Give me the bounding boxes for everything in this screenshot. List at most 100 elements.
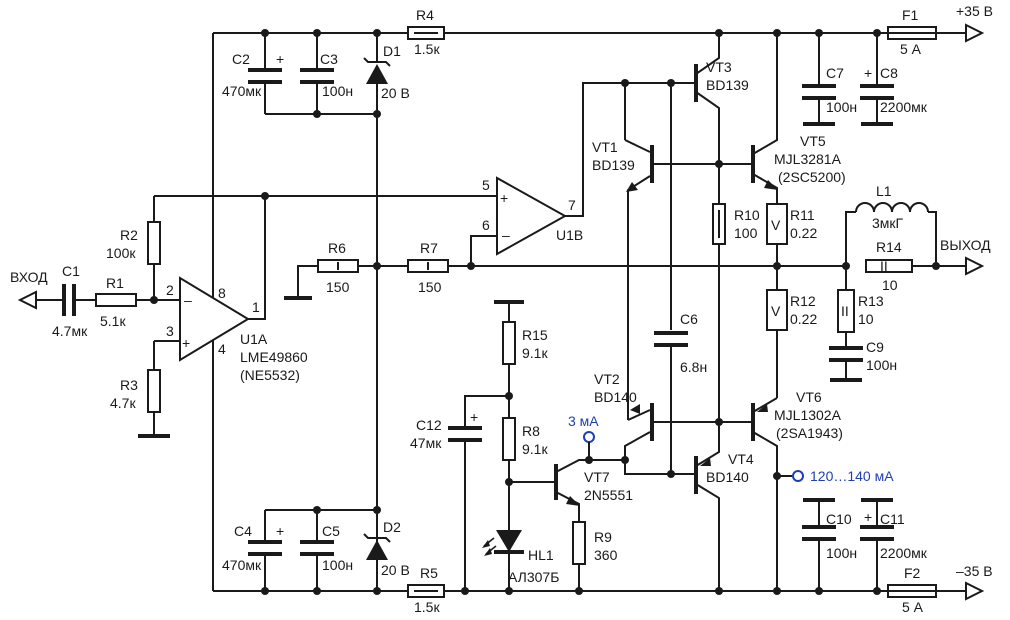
hl1-part: АЛ307Б <box>508 569 559 585</box>
c7-ref: C7 <box>826 65 844 81</box>
c12-ref: C12 <box>416 417 442 433</box>
r7-ref: R7 <box>420 240 438 256</box>
r13-ref: R13 <box>858 293 884 309</box>
output-label: ВЫХОД <box>940 237 991 253</box>
vt7-transistor: VT7 2N5551 <box>554 459 633 522</box>
r6-resistor: R6 150 <box>284 240 359 300</box>
output-terminal: ВЫХОД <box>940 237 991 276</box>
vt6-part: MJL1302A <box>774 407 842 423</box>
r4-resistor: R4 1.5к <box>407 7 445 57</box>
c2-capacitor: + C2 470мк <box>222 51 284 114</box>
r2-value: 100к <box>106 245 136 261</box>
u1a-minus: – <box>184 292 192 308</box>
r8-resistor: R8 9.1к <box>502 417 548 530</box>
u1a-alt: (NE5532) <box>240 367 300 383</box>
r12-ref: R12 <box>790 293 816 309</box>
u1a-plus: + <box>182 335 190 351</box>
vt2-ref: VT2 <box>594 371 620 387</box>
c3-ref: C3 <box>320 51 338 67</box>
c6-value: 6.8н <box>680 359 707 375</box>
c5-capacitor: C5 100н <box>300 510 353 591</box>
c4-value: 470мк <box>222 557 262 573</box>
c4-capacitor: + C4 470мк <box>222 510 284 591</box>
c11-ref: C11 <box>880 511 905 527</box>
l1-value: 3мкГ <box>872 215 904 231</box>
r7-value: 150 <box>418 279 442 295</box>
r9-resistor: R9 360 <box>572 521 618 591</box>
c8-value: 2200мк <box>880 99 928 115</box>
vt7-ref: VT7 <box>584 469 610 485</box>
vt5-alt: (2SC5200) <box>778 169 846 185</box>
c6-ref: C6 <box>680 311 698 327</box>
c4-ref: C4 <box>234 523 252 539</box>
vt5-part: MJL3281A <box>774 151 842 167</box>
r9-ref: R9 <box>594 529 612 545</box>
c8-ref: C8 <box>880 65 898 81</box>
r13-value: 10 <box>858 311 874 327</box>
r10-ref: R10 <box>734 207 760 223</box>
d2-ref: D2 <box>383 519 401 535</box>
c5-ref: C5 <box>322 523 340 539</box>
r4-ref: R4 <box>416 7 434 23</box>
c2-plus: + <box>276 51 284 67</box>
vneg-terminal: –35 В <box>956 563 993 601</box>
f2-fuse: F2 5 А <box>887 565 937 615</box>
r11-symbol: V <box>771 217 781 233</box>
r3-resistor: R3 4.7к <box>110 340 180 438</box>
r3-value: 4.7к <box>110 395 136 411</box>
r6-value: 150 <box>326 279 350 295</box>
vt1-ref: VT1 <box>592 139 618 155</box>
vt7-part: 2N5551 <box>584 487 633 503</box>
r5-resistor: R5 1.5к <box>407 565 445 615</box>
c7-value: 100н <box>826 99 857 115</box>
vpos-label: +35 В <box>956 3 993 19</box>
r11-resistor: V R11 0.22 <box>766 203 817 290</box>
u1a-opamp: – + 2 3 8 4 1 U1A LME49860 (NE5532) <box>166 276 308 383</box>
vt6-transistor: VT6 MJL1302A (2SA1943) <box>719 389 843 591</box>
u1b-opamp: + – 5 6 7 U1B <box>482 176 583 256</box>
r11-ref: R11 <box>790 207 815 223</box>
c12-capacitor: + C12 47мк <box>410 409 482 591</box>
vt5-ref: VT5 <box>800 133 826 149</box>
u1b-plus: + <box>500 190 508 206</box>
d1-value: 20 В <box>381 85 410 101</box>
u1b-pin-inv: 6 <box>482 217 490 233</box>
vt5-transistor: VT5 MJL3281A (2SC5200) <box>719 33 846 204</box>
u1b-ref: U1B <box>556 227 583 243</box>
r2-ref: R2 <box>120 227 138 243</box>
c1-value: 4.7мк <box>52 323 88 339</box>
r15-ref: R15 <box>522 327 548 343</box>
c4-plus: + <box>276 523 284 539</box>
u1b-pin-noninv: 5 <box>482 177 490 193</box>
d1-ref: D1 <box>383 43 401 59</box>
r13-resistor: II R13 10 <box>837 266 884 347</box>
c1-capacitor: C1 4.7мк <box>52 263 88 339</box>
r5-value: 1.5к <box>414 599 440 615</box>
u1b-minus: – <box>502 227 510 243</box>
r14-value: 10 <box>882 277 898 293</box>
c10-ref: C10 <box>826 511 852 527</box>
rail-junction-dots <box>261 29 881 595</box>
r10-value: 100 <box>734 225 758 241</box>
c12-plus: + <box>470 409 478 425</box>
c3-value: 100н <box>322 83 353 99</box>
probe-bias: 120…140 мА <box>777 468 894 484</box>
r12-symbol: V <box>771 303 781 319</box>
f1-value: 5 А <box>900 41 922 57</box>
r11-value: 0.22 <box>790 225 817 241</box>
u1a-part: LME49860 <box>240 349 308 365</box>
r3-ref: R3 <box>120 377 138 393</box>
f2-value: 5 А <box>902 599 924 615</box>
r14-symbol: II <box>880 258 888 274</box>
f1-fuse: F1 5 А <box>887 7 937 57</box>
c5-value: 100н <box>322 557 353 573</box>
r1-value: 5.1к <box>100 313 126 329</box>
d2-zener: D2 20 В <box>363 519 410 578</box>
hl1-ref: HL1 <box>528 547 554 563</box>
probe-bias-label: 120…140 мА <box>810 468 894 484</box>
r8-value: 9.1к <box>522 441 548 457</box>
u1b-pin-out: 7 <box>568 197 576 213</box>
r4-value: 1.5к <box>414 41 440 57</box>
c2-value: 470мк <box>222 83 262 99</box>
